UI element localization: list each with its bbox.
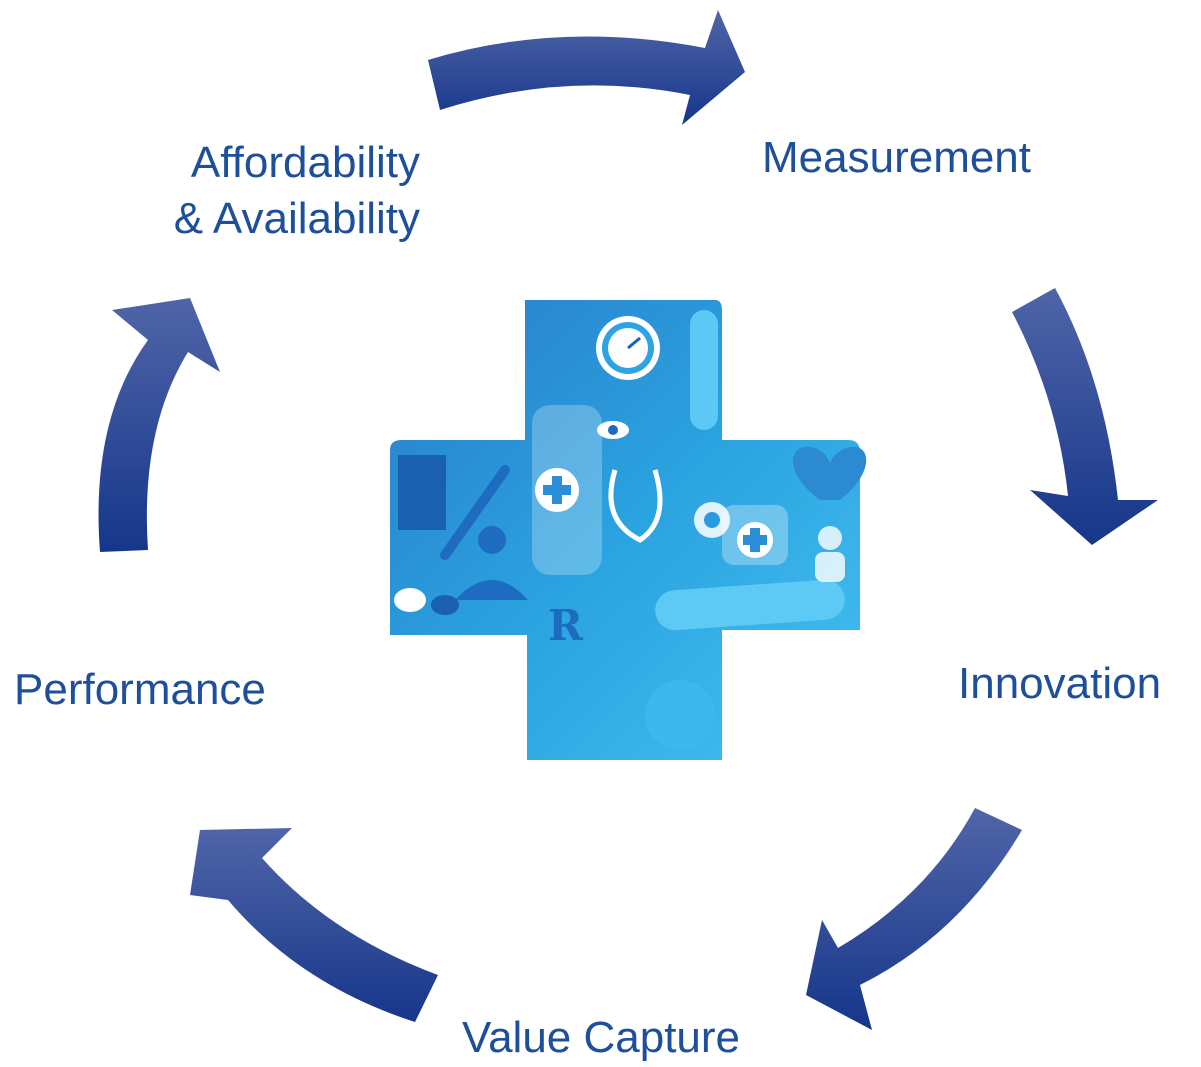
bandage-icon bbox=[655, 579, 845, 631]
rx-icon: R bbox=[548, 601, 584, 650]
syringe-icon bbox=[440, 465, 510, 560]
stethoscope-icon bbox=[608, 469, 663, 543]
milk-carton-icon bbox=[398, 455, 446, 530]
arrow-performance-to-affordability bbox=[98, 298, 220, 552]
stage-label-measurement: Measurement bbox=[762, 133, 1032, 182]
heart-icon bbox=[793, 446, 867, 500]
arrow-innovation-to-value-capture bbox=[806, 808, 1022, 1030]
medical-cross-icon: R bbox=[390, 300, 867, 760]
stage-label-affordability-line2: & Availability bbox=[173, 194, 420, 243]
arrow-value-capture-to-performance bbox=[190, 828, 438, 1022]
arrow-measurement-to-innovation bbox=[1012, 288, 1158, 545]
yoga-figure-icon bbox=[478, 526, 506, 554]
stage-label-innovation: Innovation bbox=[958, 659, 1162, 708]
apple-icon bbox=[645, 680, 715, 750]
stage-label-affordability: Affordability & Availability bbox=[130, 135, 420, 247]
doctor-icon bbox=[818, 526, 842, 550]
stage-label-performance: Performance bbox=[14, 665, 266, 714]
pills-icon bbox=[394, 588, 426, 612]
stage-label-affordability-line1: Affordability bbox=[190, 138, 420, 187]
stage-label-value-capture: Value Capture bbox=[462, 1013, 741, 1062]
arrow-affordability-to-measurement bbox=[428, 10, 745, 125]
thermometer-icon bbox=[690, 310, 718, 430]
